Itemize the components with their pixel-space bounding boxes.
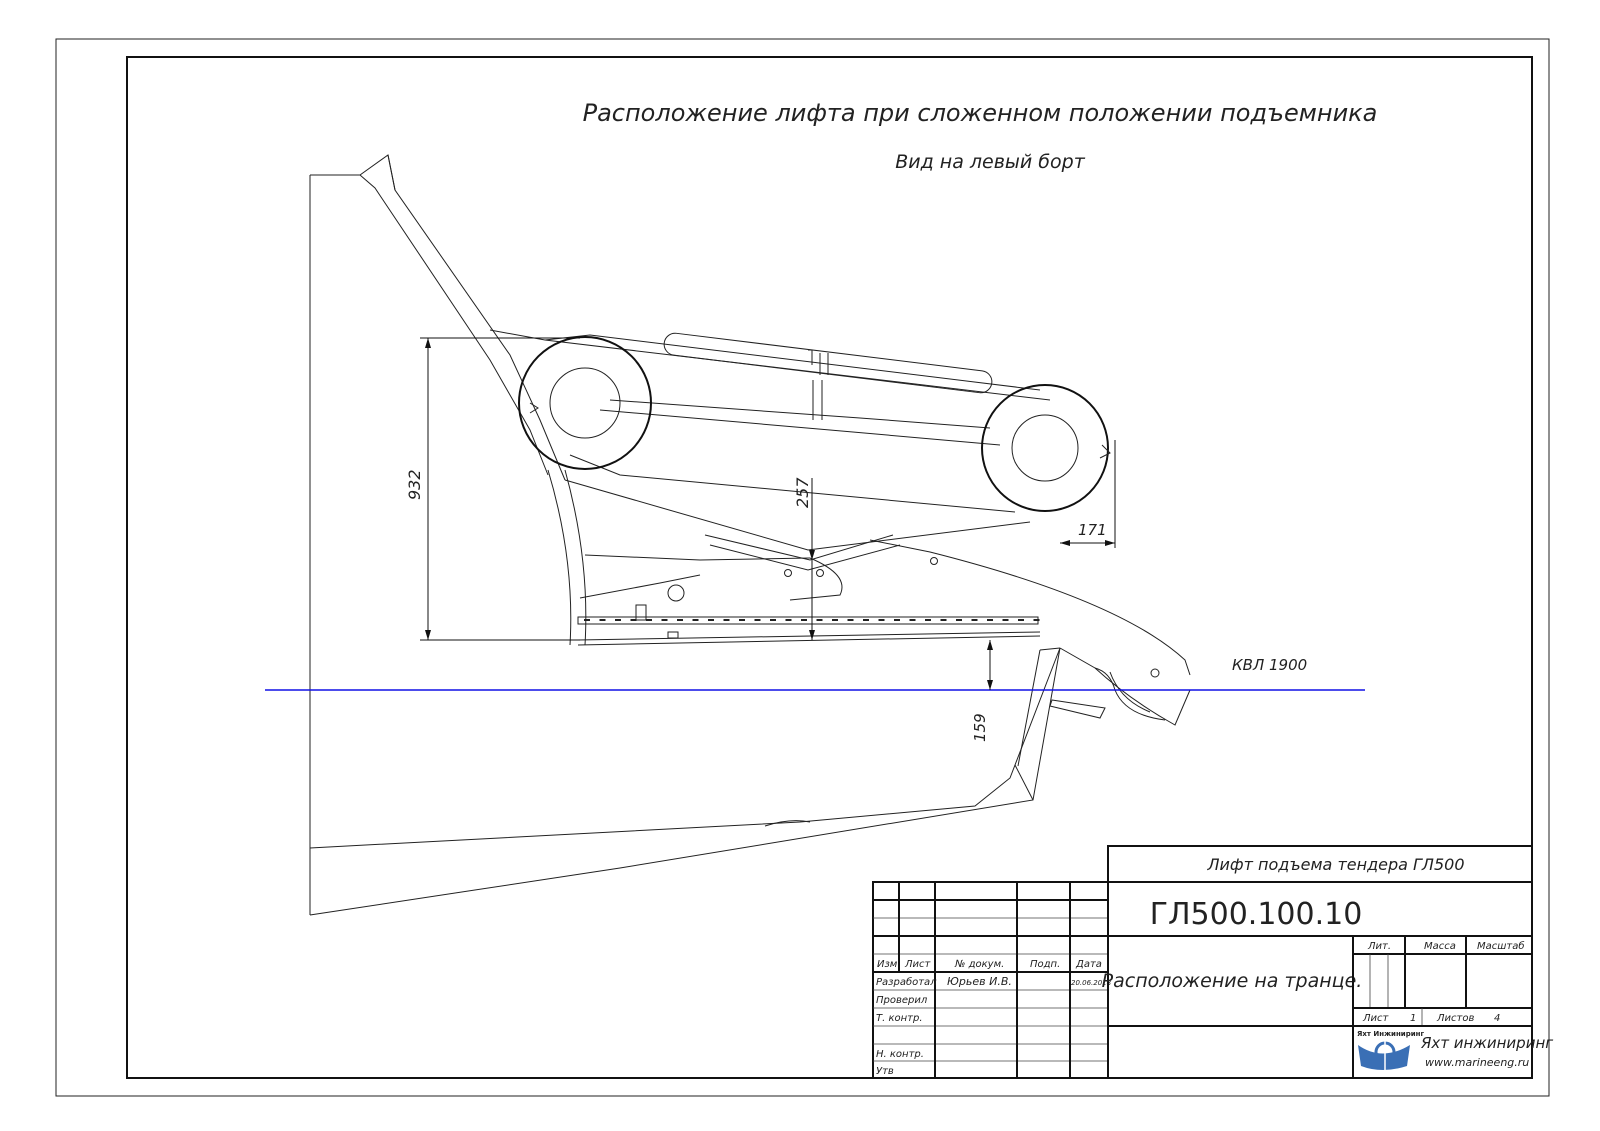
- col-doc-no: № докум.: [954, 959, 1004, 970]
- role-t-control: Т. контр.: [876, 1013, 923, 1024]
- logo-text: Яхт Инжиниринг: [1357, 1030, 1424, 1038]
- stern-post: [359, 154, 587, 646]
- col-sign: Подп.: [1030, 959, 1060, 970]
- product-name: Лифт подъема тендера ГЛ500: [1207, 855, 1465, 874]
- title-block: Лифт подъема тендера ГЛ500 Изм Лист № до…: [872, 845, 1553, 1079]
- sheet-label: Лист: [1362, 1013, 1390, 1024]
- developer-name: Юрьев И.В.: [947, 975, 1012, 988]
- col-date: Дата: [1075, 959, 1102, 970]
- role-n-control: Н. контр.: [876, 1049, 924, 1060]
- lift-rails: [564, 479, 1191, 726]
- col-list: Лист: [904, 959, 932, 970]
- dimension-932: 932: [405, 337, 580, 641]
- lit-label: Лит.: [1367, 941, 1391, 952]
- role-checker: Проверил: [876, 995, 928, 1006]
- company-name: Яхт инжиниринг: [1420, 1034, 1553, 1052]
- dimension-257-label: 257: [793, 477, 812, 508]
- drawing-subtitle: Вид на левый борт: [895, 151, 1085, 173]
- platform-grating: [577, 604, 1041, 646]
- dimension-932-label: 932: [405, 469, 424, 500]
- sheets-label: Листов: [1436, 1013, 1474, 1024]
- scale-label: Масштаб: [1477, 940, 1525, 952]
- inner-frame: [126, 56, 1533, 1079]
- mass-label: Масса: [1424, 941, 1456, 952]
- company-logo: [1358, 1040, 1410, 1070]
- lift-arm: [489, 329, 1051, 513]
- front-wheel: [518, 336, 652, 470]
- col-izm: Изм: [877, 959, 898, 970]
- sheet-no: 1: [1410, 1013, 1416, 1024]
- dimension-171: 171: [1060, 440, 1116, 548]
- sheets-total: 4: [1494, 1013, 1500, 1024]
- dimension-159-label: 159: [971, 713, 989, 742]
- company-site: www.marineeng.ru: [1425, 1056, 1529, 1069]
- rear-wheel: [981, 384, 1111, 512]
- designation: ГЛ500.100.10: [1150, 897, 1363, 932]
- drawing-title: Расположение лифта при сложенном положен…: [583, 99, 1378, 127]
- dimension-171-label: 171: [1078, 521, 1107, 539]
- hull-outline: [309, 174, 1061, 916]
- developer-date: 20.06.2018: [1071, 979, 1112, 987]
- document-name: Расположение на транце.: [1102, 970, 1363, 992]
- waterline-label: КВЛ 1900: [1232, 656, 1307, 674]
- role-developer: Разработал: [876, 976, 937, 988]
- dimension-159: 159: [971, 640, 993, 742]
- dimension-257: 257: [793, 477, 815, 640]
- role-approver: Утв: [876, 1066, 894, 1077]
- outer-frame: [55, 38, 1550, 1097]
